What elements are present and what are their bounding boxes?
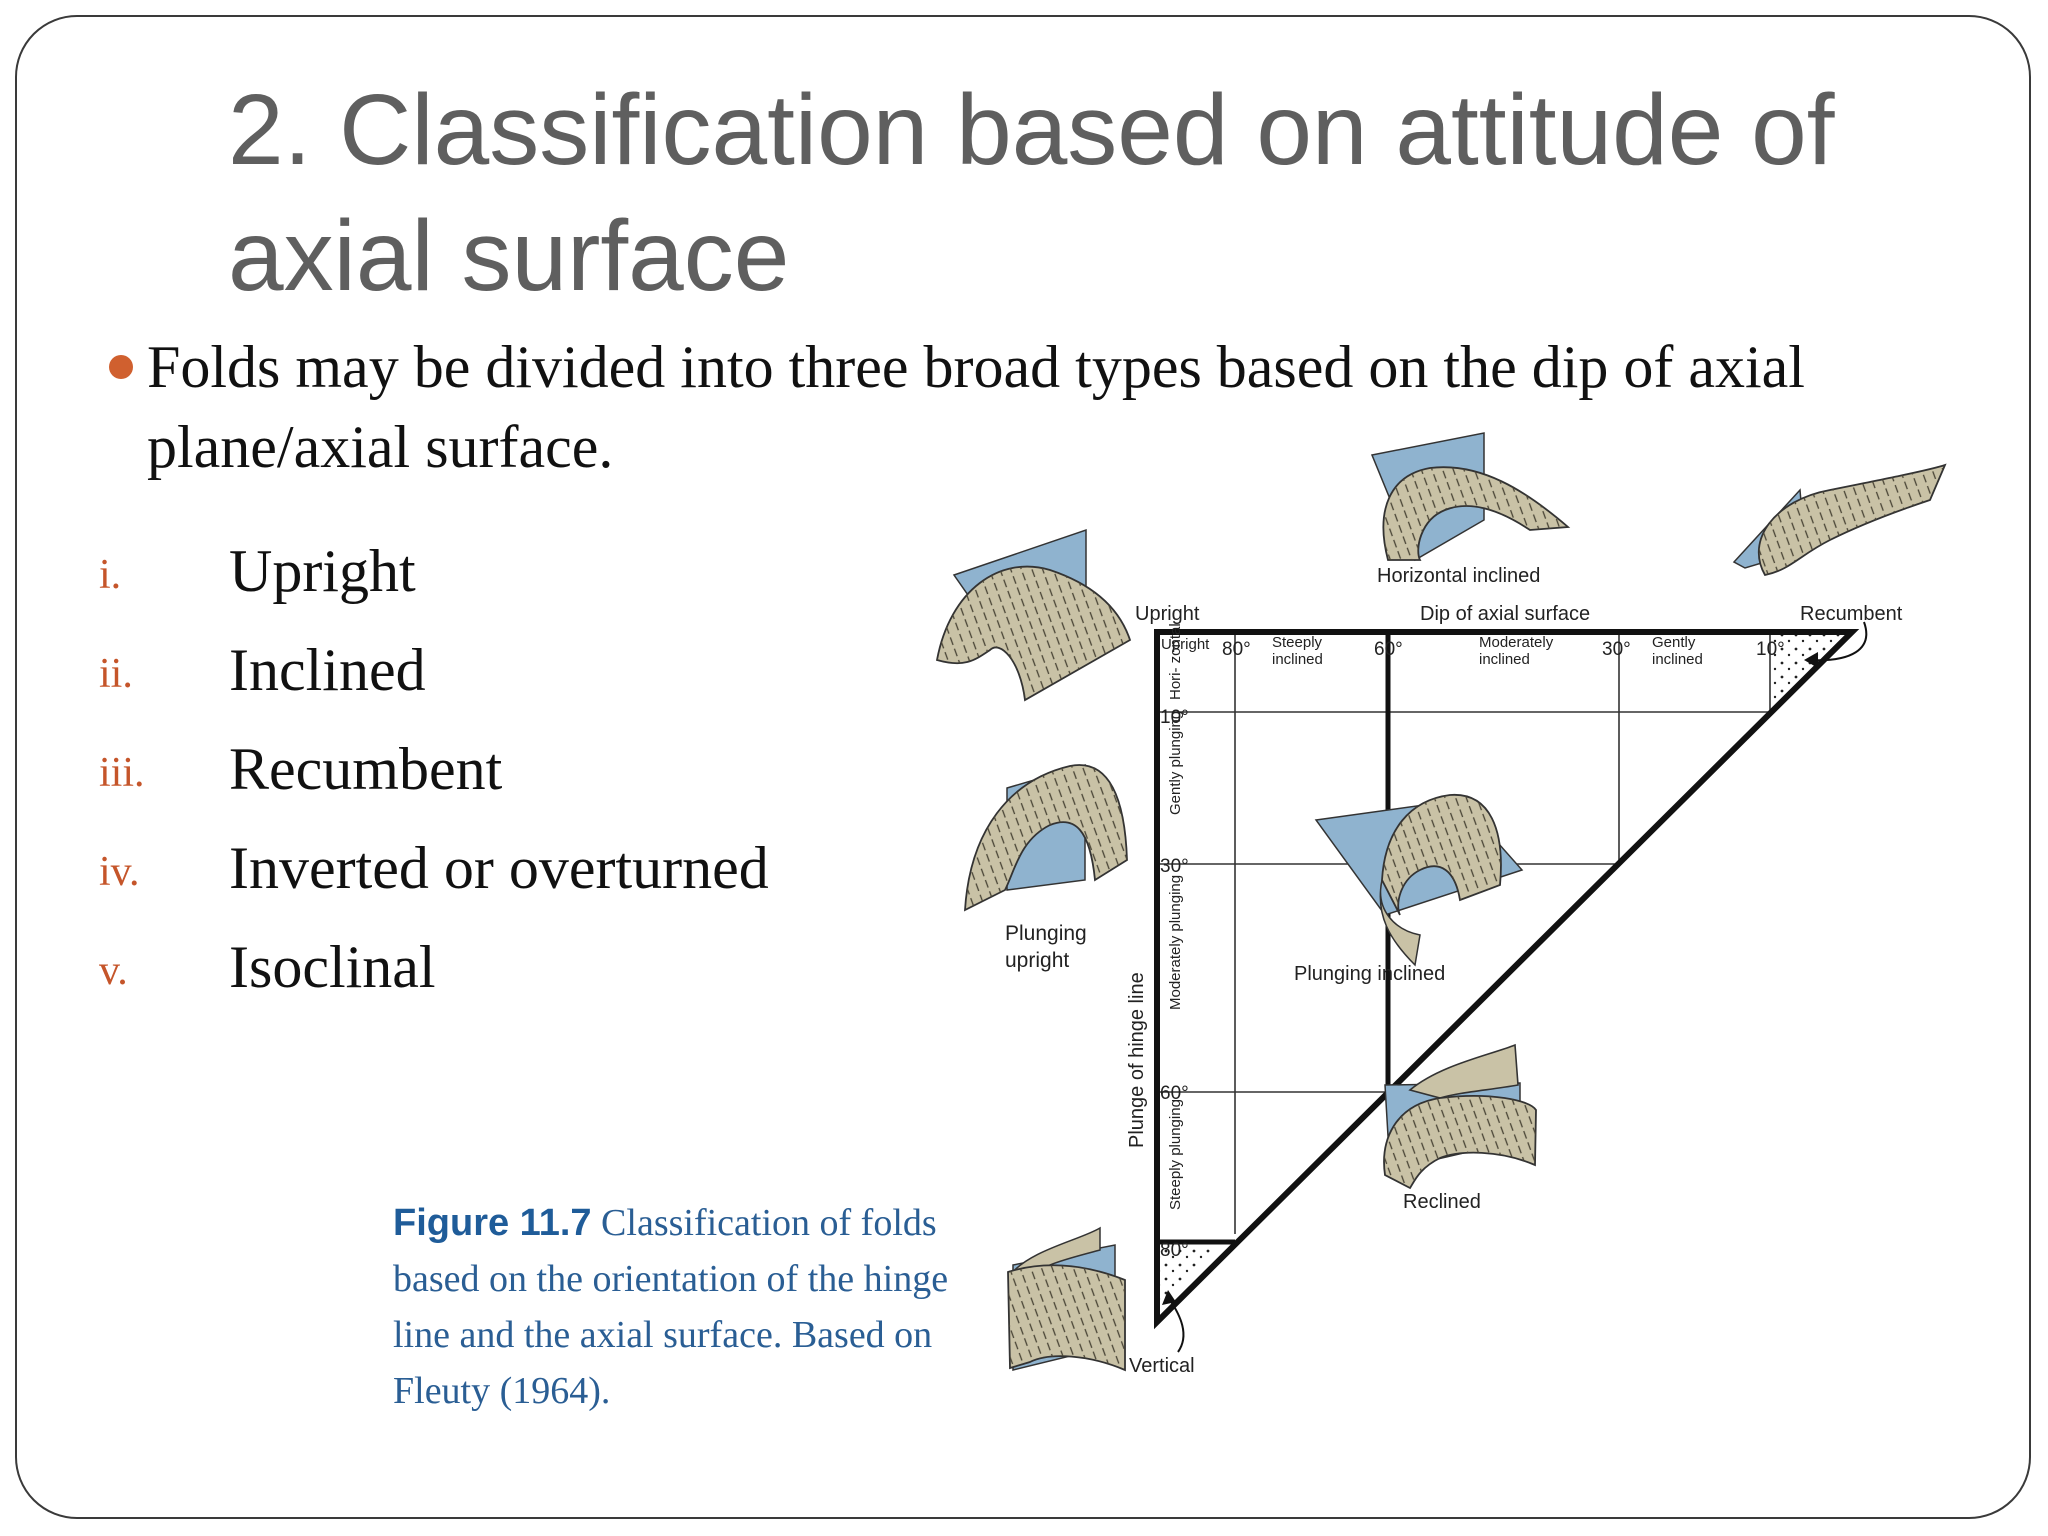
list-item-text: Upright	[229, 538, 416, 604]
plunge-zone-steeply: Steeply plunging	[1167, 1099, 1184, 1210]
dip-zone-steeply: Steeply inclined	[1272, 634, 1323, 668]
recumbent-corner-label: Recumbent	[1800, 603, 1903, 625]
vertical-dotted-zone	[1157, 1240, 1230, 1310]
grid-lines	[1157, 632, 1771, 1234]
plunging-inclined-label: Plunging inclined	[1294, 963, 1445, 985]
dip-axis-title: Dip of axial surface	[1420, 603, 1590, 625]
list-item-text: Inclined	[229, 637, 426, 703]
bullet-dot-icon	[109, 355, 133, 379]
reclined-label: Reclined	[1403, 1191, 1481, 1213]
list-item-text: Isoclinal	[229, 934, 436, 1000]
list-item-number: iv.	[99, 849, 140, 895]
upright-corner-label: Upright	[1135, 603, 1200, 625]
dip-tick-10: 10°	[1756, 639, 1785, 660]
horizontal-inclined-fold-illustration	[1370, 432, 1571, 562]
classification-triangle	[1154, 629, 1860, 1330]
recumbent-arrow	[1809, 621, 1868, 662]
list-item-text: Recumbent	[229, 736, 503, 802]
list-item-number: i.	[99, 552, 122, 598]
vertical-label: Vertical	[1129, 1355, 1195, 1377]
dip-tick-60: 60°	[1374, 639, 1403, 660]
plunge-axis-title: Plunge of hinge line	[1126, 972, 1148, 1148]
list-item-text: Inverted or overturned	[229, 835, 769, 901]
plunging-upright-fold-illustration	[964, 763, 1128, 912]
dip-tick-30: 30°	[1602, 639, 1631, 660]
dip-zone-upright: Upright	[1161, 636, 1210, 653]
slide-title-line-2: axial surface	[228, 200, 790, 312]
plunge-tick-10: 10°	[1160, 707, 1189, 728]
horizontal-inclined-label: Horizontal inclined	[1377, 565, 1540, 587]
plunge-tick-30: 30°	[1160, 856, 1189, 877]
slide-title-line-1: 2. Classification based on attitude of	[228, 74, 1835, 186]
dip-zone-gently: Gently inclined	[1652, 634, 1703, 668]
bullet-text: Folds may be divided into three broad ty…	[147, 334, 1805, 480]
dip-tick-80: 80°	[1222, 639, 1251, 660]
dip-zone-moderately: Moderately inclined	[1479, 634, 1553, 668]
list-item-number: ii.	[99, 651, 133, 697]
upright-fold-illustration	[935, 528, 1132, 702]
slide-title: 2. Classification based on attitude of a…	[228, 67, 1928, 319]
recumbent-fold-illustration	[1732, 463, 1947, 577]
plunge-zone-horizontal: Hori- zontal	[1167, 623, 1184, 700]
plunging-upright-label: Plunging upright	[1005, 922, 1087, 972]
vertical-arrow	[1169, 1299, 1185, 1353]
figure-caption: Figure 11.7 Classification of folds base…	[393, 1195, 953, 1419]
list-item-number: iii.	[99, 750, 145, 796]
recumbent-arrowhead	[1804, 652, 1818, 668]
plunge-zone-gently: Gently plunging	[1167, 711, 1184, 815]
plunge-zone-moderately: Moderately plunging	[1167, 875, 1184, 1010]
plunging-inclined-fold-illustration	[1314, 794, 1524, 967]
vertical-fold-illustration	[1007, 1226, 1126, 1372]
vertical-arrowhead	[1162, 1290, 1176, 1305]
list-item-number: v.	[99, 948, 128, 994]
reclined-fold-illustration	[1383, 1043, 1537, 1190]
figure-label: Figure 11.7	[393, 1202, 592, 1244]
figure-caption-text: Classification of folds based on the ori…	[393, 1202, 949, 1412]
plunge-tick-60: 60°	[1160, 1083, 1189, 1104]
plunge-tick-80: 80°	[1160, 1240, 1189, 1261]
